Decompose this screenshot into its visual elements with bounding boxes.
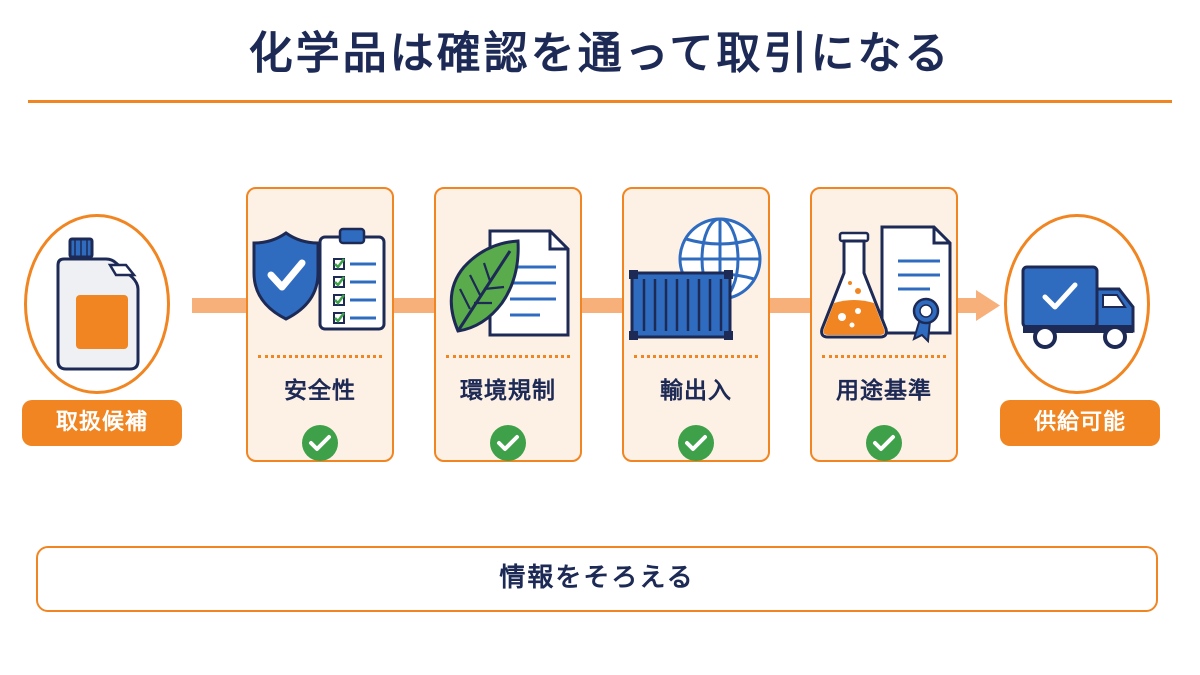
step-divider	[822, 355, 946, 358]
check-circle-icon	[490, 425, 526, 461]
step-divider	[258, 355, 382, 358]
start-label: 取扱候補	[22, 400, 182, 446]
end-node	[1004, 214, 1150, 394]
flask-certificate-icon	[820, 225, 952, 344]
connector-step2-step3	[582, 298, 624, 313]
check-circle-icon	[866, 425, 902, 461]
connector-step1-step2	[394, 298, 436, 313]
connector-start-step1	[192, 298, 248, 313]
connector-step3-step4	[770, 298, 812, 313]
page-title: 化学品は確認を通って取引になる	[248, 28, 952, 79]
step-card-import-export: 輸出入	[622, 187, 770, 462]
step-divider	[634, 355, 758, 358]
end-label: 供給可能	[1000, 400, 1160, 446]
step-card-safety: 安全性	[246, 187, 394, 462]
check-circle-icon	[678, 425, 714, 461]
chemical-jug-icon	[56, 237, 140, 371]
start-node	[24, 214, 170, 394]
globe-container-icon	[629, 217, 762, 340]
step-label-environment: 環境規制	[460, 378, 556, 404]
step-card-environment: 環境規制	[434, 187, 582, 462]
step-divider	[446, 355, 570, 358]
step-label-import-export: 輸出入	[660, 378, 732, 404]
arrow-right-icon	[976, 290, 1000, 321]
connector-step4-end	[958, 298, 978, 313]
step-label-usage-standard: 用途基準	[836, 378, 932, 404]
info-banner: 情報をそろえる	[36, 546, 1158, 612]
shield-checklist-icon	[252, 227, 386, 331]
leaf-document-icon	[449, 229, 570, 337]
step-card-usage-standard: 用途基準	[810, 187, 958, 462]
title-divider	[28, 100, 1172, 103]
delivery-truck-icon	[1021, 265, 1135, 349]
check-circle-icon	[302, 425, 338, 461]
step-label-safety: 安全性	[284, 378, 356, 404]
